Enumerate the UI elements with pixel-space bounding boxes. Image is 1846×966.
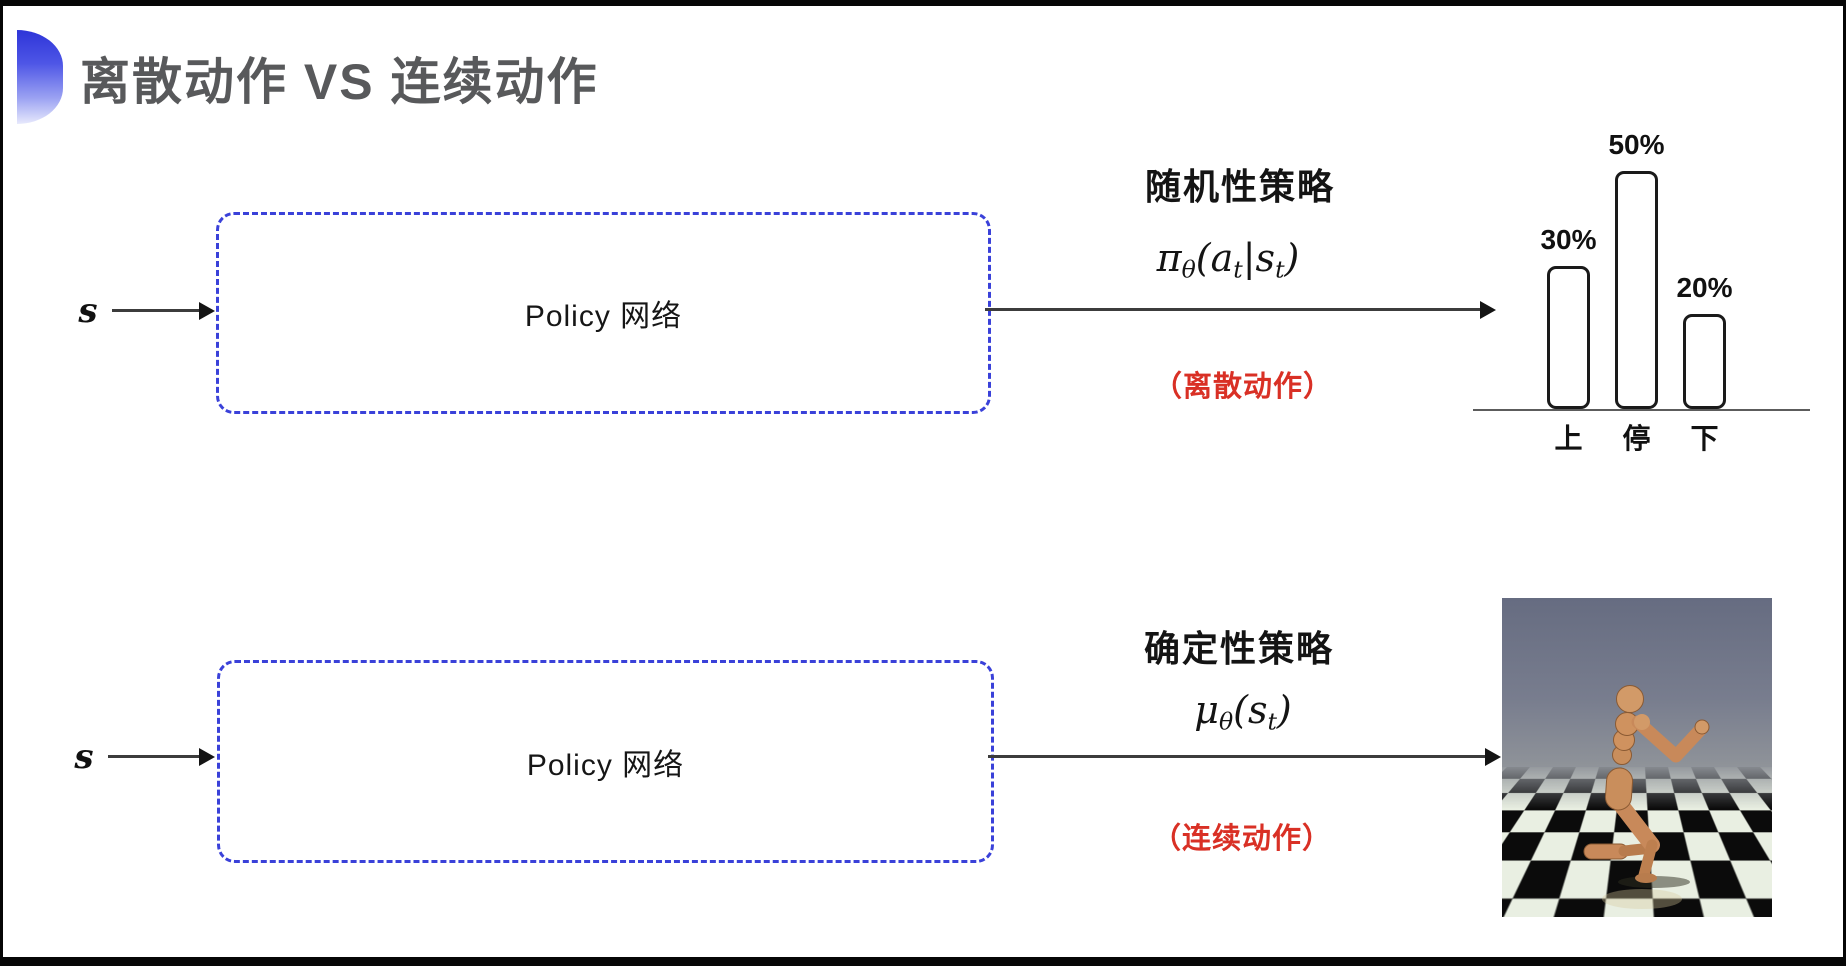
arrow-policy-to-scene bbox=[988, 755, 1486, 758]
frame-edge-top bbox=[0, 0, 1846, 6]
bar-category-label: 停 bbox=[1622, 423, 1651, 454]
arrow-s-to-policy-bottom bbox=[108, 755, 200, 758]
bar-rect bbox=[1683, 314, 1726, 409]
state-input-label-top: s bbox=[78, 291, 98, 331]
arrow-s-to-policy-top bbox=[112, 309, 200, 312]
bar-group-停: 50% 停 bbox=[1608, 98, 1664, 454]
humanoid-simulation-image bbox=[1502, 598, 1772, 917]
bar-value-label: 30% bbox=[1540, 224, 1597, 255]
action-type-label-top: （离散动作） bbox=[1152, 371, 1334, 403]
scene-horizon-haze bbox=[1502, 763, 1772, 809]
action-type-label-bottom: （连续动作） bbox=[1151, 823, 1333, 855]
scene-sky bbox=[1502, 598, 1772, 768]
policy-type-label-bottom: 确定性策略 bbox=[1143, 628, 1335, 669]
title-bullet-icon bbox=[17, 30, 63, 124]
bar-rect bbox=[1615, 171, 1658, 409]
policy-network-box-bottom: Policy 网络 bbox=[217, 660, 994, 863]
arrow-policy-to-chart bbox=[985, 308, 1481, 311]
frame-edge-bottom bbox=[0, 957, 1846, 966]
policy-network-box-top: Policy 网络 bbox=[216, 212, 991, 414]
bar-category-label: 下 bbox=[1690, 423, 1719, 454]
bar-rect bbox=[1547, 266, 1590, 409]
policy-type-label-top: 随机性策略 bbox=[1144, 166, 1336, 207]
slide-title: 离散动作 VS 连续动作 bbox=[80, 54, 599, 110]
frame-edge-right bbox=[1843, 0, 1846, 966]
bar-value-label: 20% bbox=[1676, 272, 1733, 303]
bar-value-label: 50% bbox=[1608, 129, 1665, 160]
frame-edge-left bbox=[0, 0, 3, 966]
policy-box-label-top: Policy 网络 bbox=[524, 300, 683, 333]
policy-box-label-bottom: Policy 网络 bbox=[526, 748, 685, 782]
bar-group-下: 20% 下 bbox=[1676, 98, 1732, 454]
policy-formula-top: πθ(at|st) bbox=[1156, 236, 1300, 284]
humanoid-robot-figure bbox=[1583, 685, 1710, 909]
policy-formula-bottom: μθ(st) bbox=[1194, 688, 1292, 736]
chart-baseline bbox=[1473, 409, 1810, 411]
bar-category-label: 上 bbox=[1554, 423, 1583, 454]
bar-chart: 30% 上 50% 停 20% 下 bbox=[1473, 98, 1810, 454]
bar-group-上: 30% 上 bbox=[1540, 98, 1596, 454]
state-input-label-bottom: s bbox=[74, 737, 94, 777]
